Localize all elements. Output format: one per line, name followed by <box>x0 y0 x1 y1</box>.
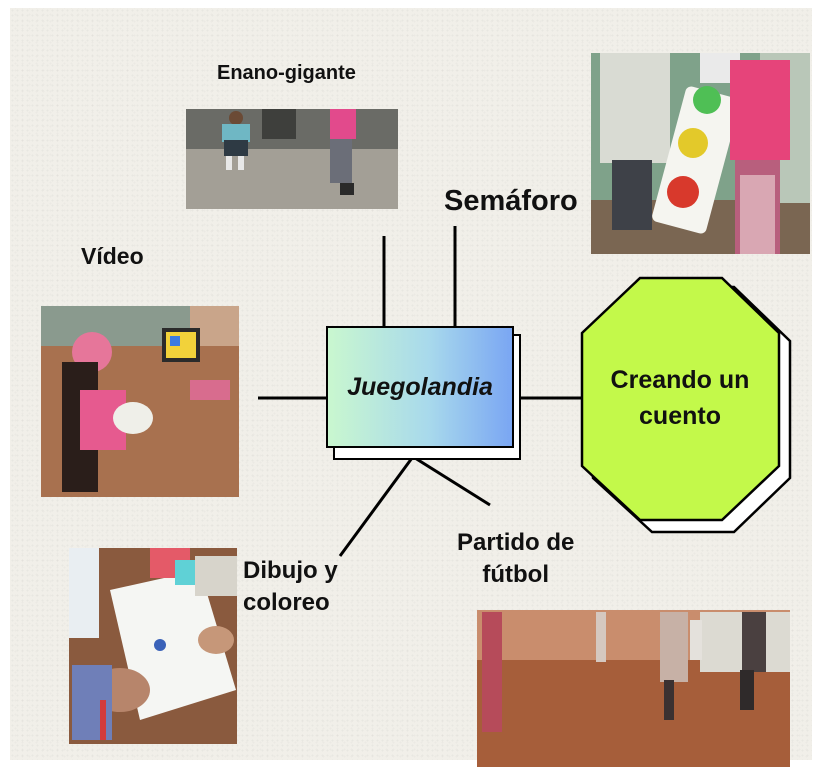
node-label-partido: Partido de fútbol <box>457 527 574 592</box>
photo-partido <box>477 610 790 767</box>
connector-partido <box>414 456 491 507</box>
creando-line-1: Creando un <box>610 366 750 394</box>
octagon-shape <box>580 276 781 522</box>
octagon-node-label: Creando un cuento <box>580 362 780 435</box>
center-node: Juegolandia <box>326 326 514 448</box>
connector-dibujo <box>338 457 414 557</box>
photo-video <box>41 306 239 497</box>
creando-line-2: cuento <box>639 402 721 431</box>
node-label-dibujo: Dibujo y coloreo <box>243 555 338 620</box>
dibujo-line-1: Dibujo y <box>243 557 338 584</box>
partido-line-2: fútbol <box>482 561 549 589</box>
node-label-enano-gigante: Enano-gigante <box>217 62 356 84</box>
photo-enano-gigante <box>186 109 398 209</box>
photo-dibujo <box>69 548 237 744</box>
node-label-semaforo: Semáforo <box>444 185 578 217</box>
dibujo-line-2: coloreo <box>243 589 330 617</box>
photo-semaforo <box>591 53 810 254</box>
partido-line-1: Partido de <box>457 529 575 556</box>
center-node-label: Juegolandia <box>347 372 493 401</box>
node-label-video: Vídeo <box>81 243 144 269</box>
